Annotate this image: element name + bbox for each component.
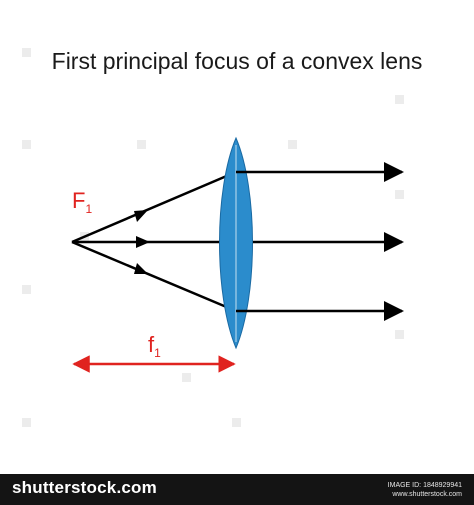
ray-upper-arrowhead (134, 210, 148, 222)
focal-length-letter: f (148, 332, 155, 357)
stock-footer-bar: shutterstock.com IMAGE ID: 1848929941 ww… (0, 474, 474, 505)
brand-name: shutterstock (12, 478, 117, 497)
focal-length-subscript: 1 (154, 346, 161, 360)
lens-diagram: F1 f1 (22, 48, 404, 427)
focal-length-label: f1 (148, 332, 161, 360)
diagram-title: First principal focus of a convex lens (51, 48, 423, 74)
focus-point-letter: F (72, 188, 85, 213)
ray-axis-arrowhead (136, 236, 150, 248)
focus-point-label: F1 (72, 188, 92, 216)
watermark-pattern (22, 48, 404, 427)
shutterstock-logo: shutterstock.com (12, 478, 157, 498)
diagram-stage: First principal focus of a convex lens (22, 48, 423, 427)
ray-upper-incident (71, 170, 237, 244)
image-meta: IMAGE ID: 1848929941 www.shutterstock.co… (388, 481, 462, 499)
ray-lower-arrowhead (134, 263, 148, 274)
image-id: IMAGE ID: 1848929941 (387, 482, 462, 489)
site-url: www.shutterstock.com (392, 491, 462, 498)
focus-point-subscript: 1 (85, 202, 92, 216)
ray-lower-incident (71, 240, 237, 313)
brand-suffix: .com (116, 478, 157, 497)
